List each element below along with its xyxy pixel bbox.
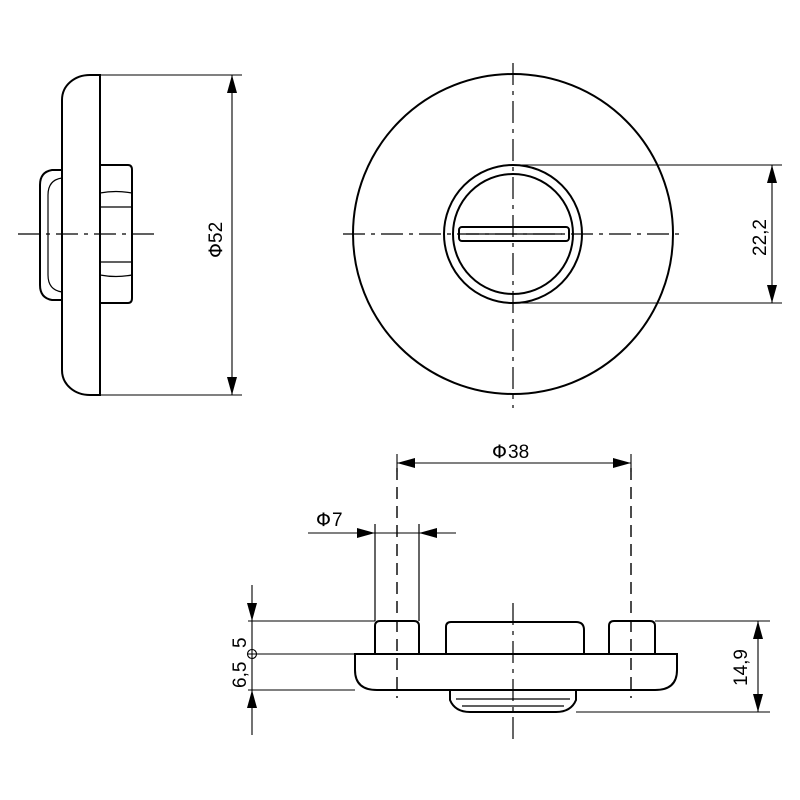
outer-diameter-value: 52: [206, 222, 227, 243]
section-view: Φ 38 Φ 7 14,9 5 6,5: [230, 441, 770, 740]
outer-diameter-symbol: Φ: [205, 243, 227, 258]
side-view: Φ 52: [18, 74, 242, 396]
side-view-body: [61, 74, 101, 396]
pitch-diameter-symbol: Φ: [492, 441, 507, 463]
hole-diameter-symbol: Φ: [316, 509, 331, 531]
section-view-base: [354, 653, 678, 691]
side-view-lever: [39, 169, 62, 301]
section-view-center-knob: [445, 621, 585, 654]
left-dim-b-value: 5: [230, 637, 251, 648]
pitch-diameter-value: 38: [508, 442, 529, 463]
section-view-right-boss: [608, 620, 656, 654]
total-height-value: 14,9: [731, 649, 752, 686]
section-view-lever: [449, 690, 577, 713]
left-dim-a-value: 6,5: [230, 662, 251, 688]
hole-diameter-value: 7: [332, 510, 343, 531]
front-view: 22,2: [343, 63, 782, 408]
knob-height-value: 22,2: [750, 219, 771, 256]
